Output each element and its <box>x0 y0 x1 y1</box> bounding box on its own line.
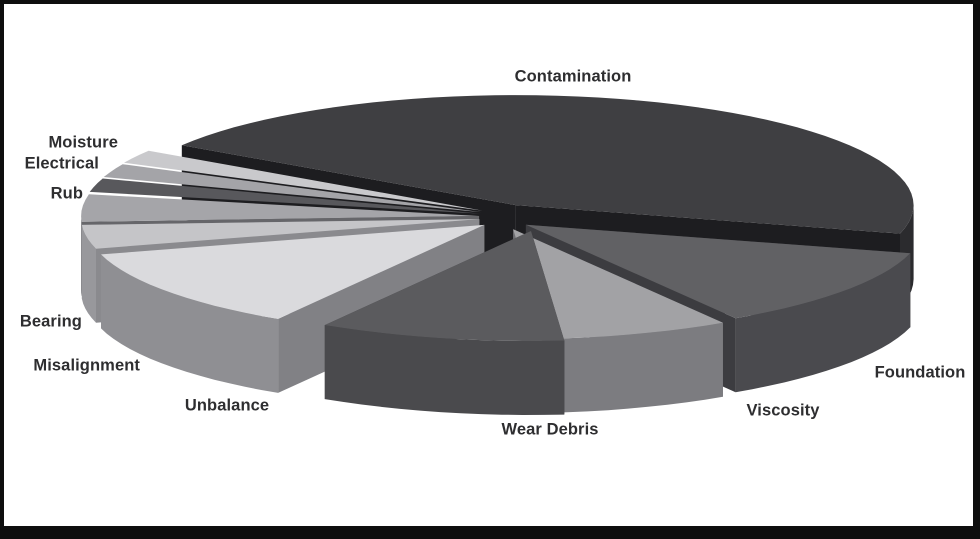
slice-label-misalignment: Misalignment <box>33 356 140 375</box>
unbalance-slice-top <box>101 224 485 319</box>
wear-debris-slice-top <box>324 231 565 341</box>
unbalance-slice-rim-wall <box>101 254 279 393</box>
foundation-slice-rim-wall <box>735 253 911 393</box>
wear-debris-slice-rim-wall <box>324 325 565 415</box>
foundation-slice-top <box>525 224 911 319</box>
slice-label-rub: Rub <box>50 184 83 203</box>
viscosity-slice-top <box>513 229 723 339</box>
slice-label-unbalance: Unbalance <box>184 396 270 415</box>
contamination-slice-top <box>181 95 914 234</box>
slice-label-contamination: Contamination <box>514 67 632 86</box>
slice-label-viscosity: Viscosity <box>746 401 820 420</box>
bearing-slice-top <box>81 194 480 222</box>
slice-label-moisture: Moisture <box>48 133 118 152</box>
rub-slice-top <box>89 178 480 214</box>
electrical-slice-top <box>103 164 481 213</box>
moisture-slice-top <box>124 150 483 211</box>
misalignment-slice-rim-wall <box>81 224 96 323</box>
misalignment-slice-top <box>81 219 480 249</box>
slice-label-bearing: Bearing <box>19 312 82 331</box>
bearing-slice-rim-wall <box>81 216 82 296</box>
slice-label-electrical: Electrical <box>24 154 99 173</box>
slice-label-foundation: Foundation <box>874 363 966 382</box>
slice-label-wear-debris: Wear Debris <box>501 420 599 439</box>
viscosity-slice-rim-wall <box>546 322 723 413</box>
